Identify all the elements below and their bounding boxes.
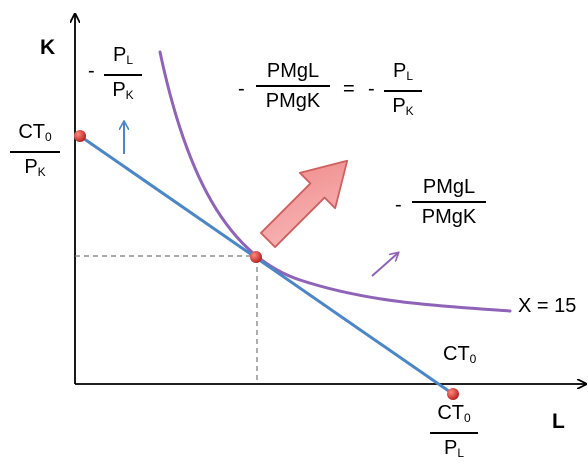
isoquant-level-label: X = 15 <box>518 295 577 317</box>
equilibrium-right-fraction: PL PK <box>384 60 422 122</box>
isoquant-slope-sign: - <box>395 194 402 216</box>
budget-slope-sign: - <box>88 60 95 82</box>
budget-slope-fraction: PL PK <box>104 44 142 106</box>
x-intercept-label: CT0 PL <box>430 402 478 464</box>
y-intercept-label: CT0 PK <box>10 121 60 183</box>
y-intercept-point <box>74 130 86 142</box>
equilibrium-equals-sign: = <box>343 78 355 100</box>
equilibrium-left-fraction: PMgL PMgK <box>256 60 330 112</box>
isoquant-slope-fraction: PMgL PMgK <box>412 176 486 228</box>
isoquant-slope-arrow <box>371 253 398 277</box>
y-axis-label: K <box>40 36 56 59</box>
equilibrium-right-sign: - <box>368 78 375 100</box>
tangency-point <box>250 251 262 263</box>
big-block-arrow <box>260 159 349 248</box>
equilibrium-left-sign: - <box>238 78 245 100</box>
isoquant-curve <box>158 50 512 313</box>
x-intercept-point <box>447 388 459 400</box>
x-axis-label: L <box>552 410 565 433</box>
budget-line <box>78 134 455 396</box>
budget-ct0-label: CT0 <box>443 343 477 366</box>
